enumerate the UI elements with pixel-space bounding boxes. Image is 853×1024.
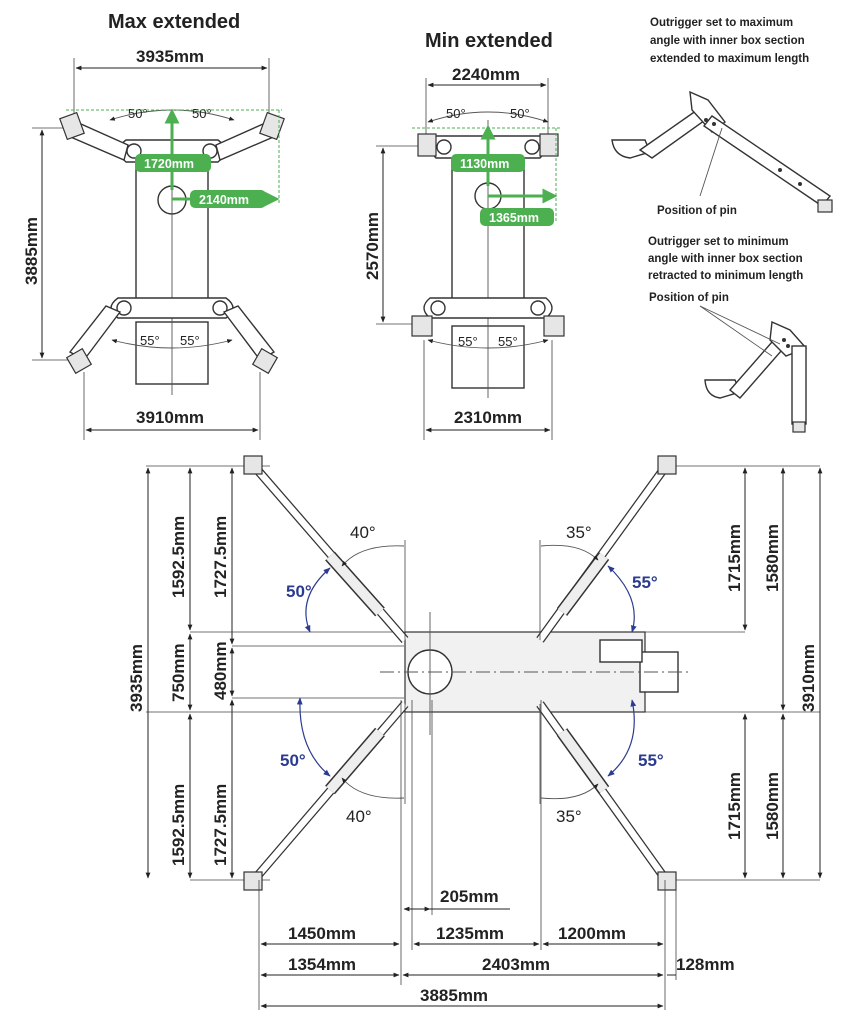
max-extended-view: Max extended 3935mm 3885mm 50° 50° — [22, 11, 285, 440]
plan-left-h4: 1592.5mm — [169, 784, 188, 866]
min-extended-view: Min extended 2240mm 2570mm 50° 50° 55° 5… — [363, 30, 565, 440]
max-angle-bottom-right: 55° — [180, 333, 200, 348]
max-top-width-label: 3935mm — [136, 47, 204, 66]
plan-row2-2: 128mm — [676, 955, 735, 974]
plan-left-h1: 1727.5mm — [211, 516, 230, 598]
max-lower-left-leg — [68, 305, 122, 361]
max-pin-label: Position of pin — [657, 205, 737, 217]
min-angle-bottom-right: 55° — [498, 334, 518, 349]
max-angle-bottom-left: 55° — [140, 333, 160, 348]
max-note-line2: angle with inner box section — [650, 35, 805, 47]
max-side-outer-arm — [702, 115, 832, 207]
min-badge-vertical-label: 1130mm — [460, 157, 509, 171]
max-note-line1: Outrigger set to maximum — [650, 17, 793, 29]
min-lower-right-pad — [543, 315, 565, 337]
plan-right-total: 3910mm — [799, 644, 818, 712]
plan-pad-top-left — [243, 455, 263, 475]
plan-pad-bottom-right — [657, 871, 677, 891]
plan-row1-2: 1200mm — [558, 924, 626, 943]
plan-pad-bottom-left — [243, 871, 263, 891]
max-note-line3: extended to maximum length — [650, 53, 809, 65]
min-height-label: 2570mm — [363, 212, 382, 280]
max-angle-top-right: 50° — [192, 106, 212, 121]
min-note-line1: Outrigger set to minimum — [648, 236, 789, 248]
max-badge-vertical-label: 1720mm — [144, 157, 194, 171]
min-side-inner-arm — [728, 341, 784, 399]
min-note-line3: retracted to minimum length — [648, 270, 803, 282]
plan-left-h5: 1727.5mm — [211, 784, 230, 866]
plan-row1-0: 1450mm — [288, 924, 356, 943]
plan-total: 3885mm — [420, 986, 488, 1005]
plan-angle-top-left-blue: 50° — [286, 582, 312, 601]
min-lower-left-pad — [411, 315, 433, 337]
max-badge-horizontal-label: 2140mm — [199, 193, 249, 207]
min-pin-label: Position of pin — [649, 292, 729, 304]
plan-angle-top-right-blue: 55° — [632, 573, 658, 592]
plan-angle-bottom-right: 35° — [556, 807, 582, 826]
plan-left-h2: 750mm — [169, 643, 188, 702]
min-note-line2: angle with inner box section — [648, 253, 803, 265]
min-angle-bottom-left: 55° — [458, 334, 478, 349]
max-lower-right-leg — [222, 305, 276, 361]
min-side-vertical-leg — [791, 345, 807, 425]
min-upper-left-pad — [417, 133, 437, 157]
plan-angle-bottom-left-blue: 50° — [280, 751, 306, 770]
min-angle-top-right: 50° — [510, 106, 530, 121]
outrigger-side-views: Outrigger set to maximum angle with inne… — [611, 17, 833, 433]
plan-pad-top-right — [657, 455, 677, 475]
min-badge-vertical — [451, 154, 525, 172]
min-badge-horizontal — [480, 208, 554, 226]
plan-left-h0: 1592.5mm — [169, 516, 188, 598]
min-extended-title: Min extended — [425, 30, 553, 52]
min-badge-horizontal-label: 1365mm — [489, 211, 539, 225]
plan-left-h3: 480mm — [211, 641, 230, 700]
min-upper-right-pad — [539, 133, 559, 157]
min-angle-top-left: 50° — [446, 106, 466, 121]
plan-right-h3: 1580mm — [763, 772, 782, 840]
plan-view: 3935mm 1592.5mm 750mm 1592.5mm 1727.5mm … — [127, 455, 823, 1010]
plan-row2-1: 2403mm — [482, 955, 550, 974]
min-top-width-label: 2240mm — [452, 65, 520, 84]
min-bottom-width-label: 2310mm — [454, 408, 522, 427]
max-lower-crossbar — [110, 297, 234, 319]
plan-row1-1: 1235mm — [436, 924, 504, 943]
plan-angle-bottom-right-blue: 55° — [638, 751, 664, 770]
plan-right-h0: 1715mm — [725, 524, 744, 592]
max-angle-top-left: 50° — [128, 106, 148, 121]
max-height-label: 3885mm — [22, 217, 41, 285]
plan-angle-bottom-left: 40° — [346, 807, 372, 826]
plan-left-total: 3935mm — [127, 644, 146, 712]
max-badge-vertical — [135, 154, 211, 172]
plan-offset-205: 205mm — [440, 887, 499, 906]
plan-right-h2: 1715mm — [725, 772, 744, 840]
plan-angle-top-right: 35° — [566, 523, 592, 542]
max-bottom-width-label: 3910mm — [136, 408, 204, 427]
plan-angle-top-left: 40° — [350, 523, 376, 542]
max-extended-title: Max extended — [108, 11, 240, 33]
plan-row2-0: 1354mm — [288, 955, 356, 974]
max-badge-horizontal — [190, 190, 266, 208]
plan-right-h1: 1580mm — [763, 524, 782, 592]
